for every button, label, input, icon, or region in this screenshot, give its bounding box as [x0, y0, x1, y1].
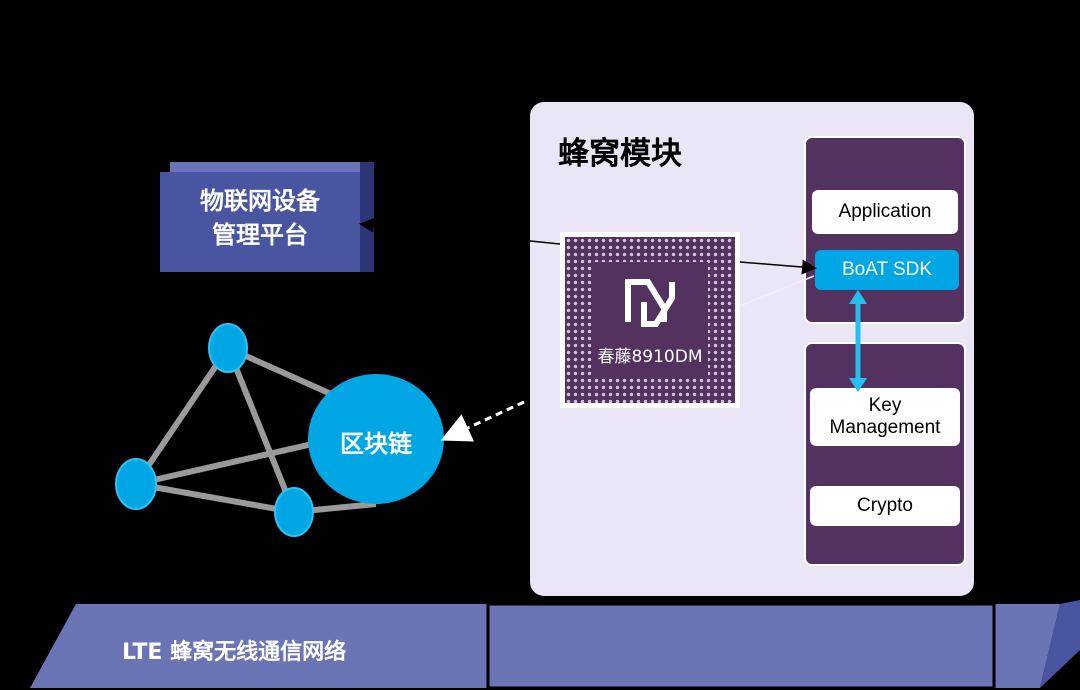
- key-management-block: Key Management: [810, 388, 960, 446]
- chip-model-label: 春藤8910DM: [597, 347, 703, 367]
- lte-network-band: [30, 604, 1060, 688]
- blockchain-label: 区块链: [340, 430, 412, 458]
- crypto-block: Crypto: [810, 486, 960, 526]
- application-block: Application: [812, 190, 958, 234]
- platform-box-side: [360, 162, 374, 272]
- lte-band-segment: [486, 602, 996, 690]
- iot-platform-box: [160, 172, 360, 272]
- lte-network-label: LTE 蜂窝无线通信网络: [122, 640, 347, 665]
- iot-platform-label: 物联网设备 管理平台: [160, 184, 360, 252]
- cellular-module-title: 蜂窝模块: [558, 136, 682, 172]
- key-management-line1: Key: [868, 395, 902, 416]
- blockchain-node: [274, 487, 314, 537]
- blockchain-node: [208, 323, 248, 373]
- blockchain-node: [115, 458, 157, 510]
- iot-platform-label-line2: 管理平台: [212, 221, 308, 249]
- software-stack-lower: [804, 342, 966, 566]
- blockchain-circle: [308, 374, 444, 504]
- iot-platform-label-line1: 物联网设备: [200, 187, 320, 215]
- lte-band-side: [1040, 600, 1080, 688]
- key-management-line2: Management: [829, 417, 941, 438]
- platform-box-top: [170, 162, 374, 172]
- boat-sdk-block: BoAT SDK: [815, 250, 959, 290]
